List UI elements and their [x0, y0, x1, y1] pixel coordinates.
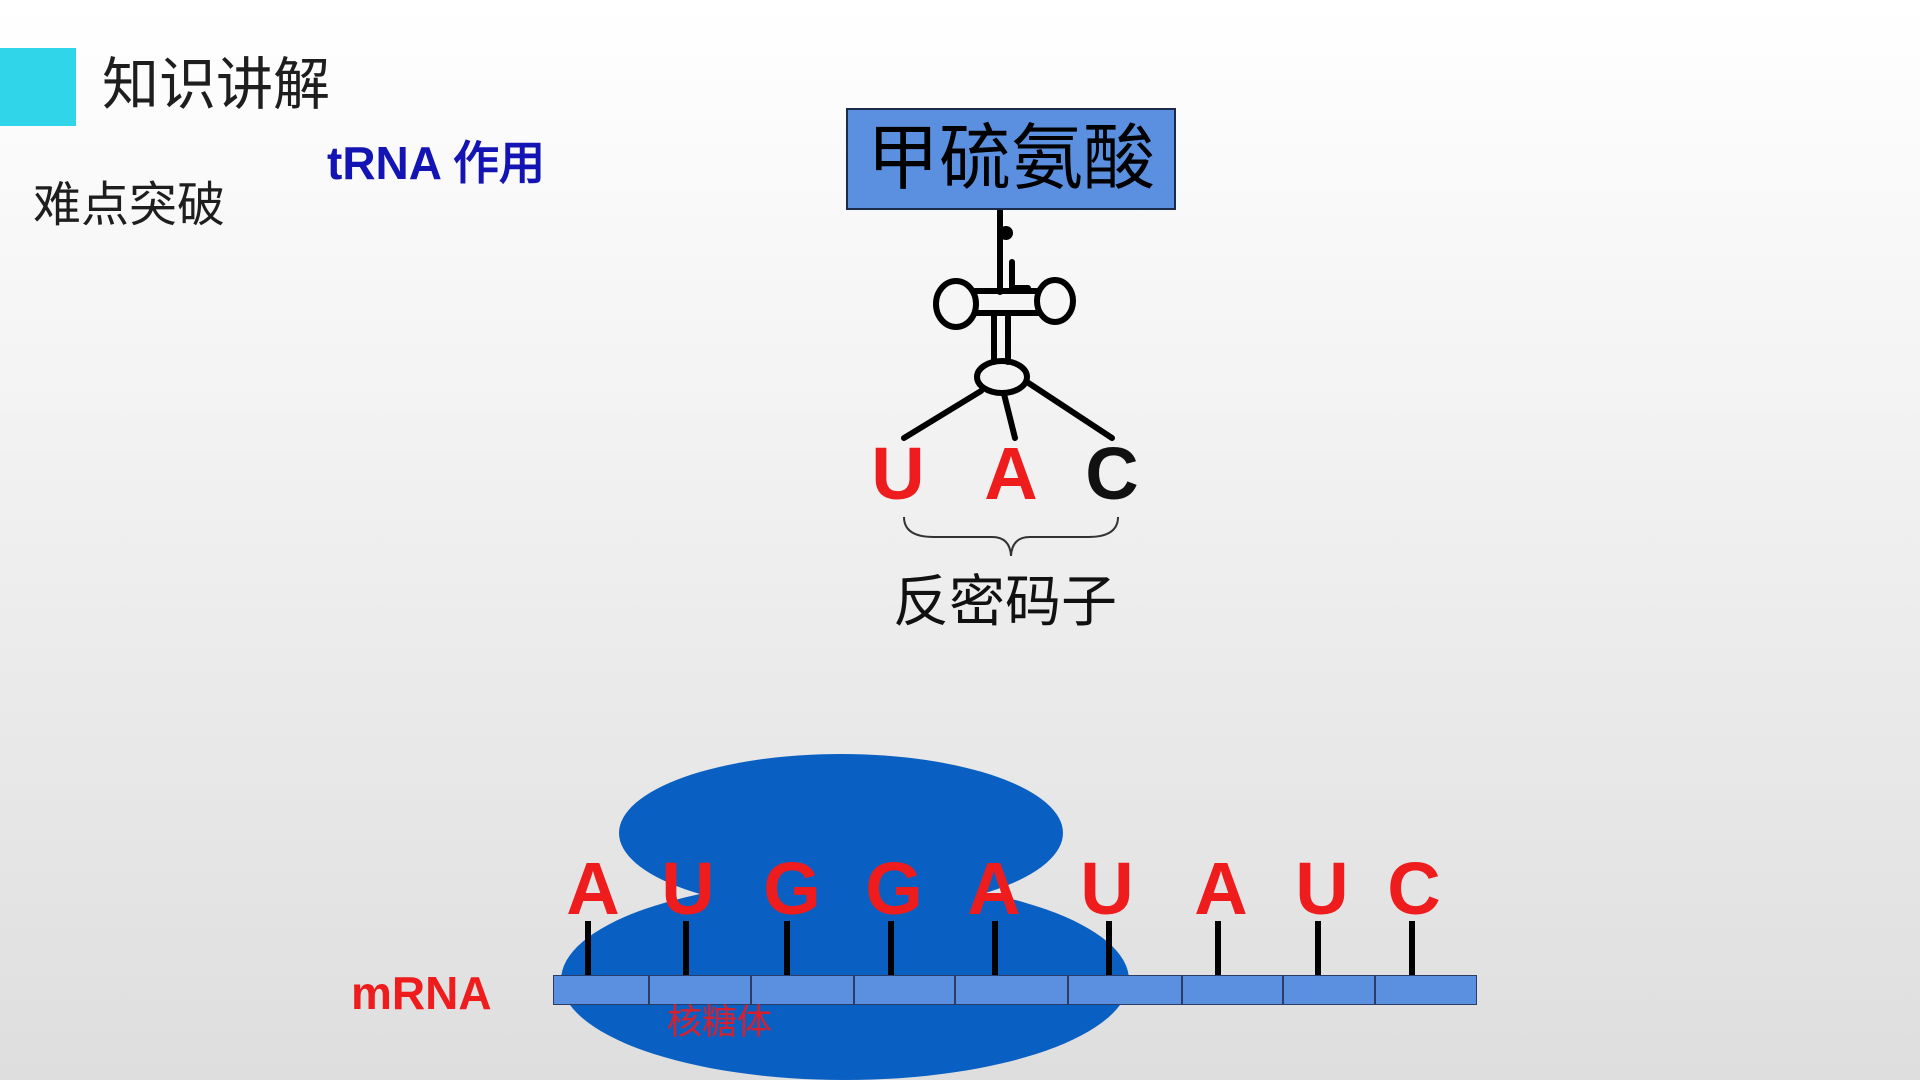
mrna-base-stick: [1315, 921, 1321, 975]
mrna-base-stick: [784, 921, 790, 975]
mrna-segment: [1375, 975, 1477, 1005]
anticodon-base: U: [871, 432, 925, 515]
mrna-base: A: [1194, 847, 1248, 930]
amino-acid-label: 甲硫氨酸: [866, 119, 1155, 199]
anticodon-base: C: [1085, 432, 1139, 515]
anticodon-label: 反密码子: [893, 570, 1117, 633]
mrna-base: U: [1295, 847, 1349, 930]
mrna-base: G: [865, 847, 923, 930]
mrna-base-stick: [1215, 921, 1221, 975]
mrna-base-stick: [888, 921, 894, 975]
mrna-base-stick: [1106, 921, 1112, 975]
subtitle: 难点突破: [33, 179, 226, 232]
mrna-base: U: [1080, 847, 1134, 930]
anticodon-base: A: [984, 432, 1038, 515]
mrna-segment: [751, 975, 854, 1005]
mrna-base-stick: [992, 921, 998, 975]
trna-anticodon-loop: [974, 358, 1030, 396]
topic-title: tRNA 作用: [327, 137, 546, 189]
trna-arm-link: [1009, 259, 1031, 291]
ribosome-large-subunit: [619, 754, 1063, 912]
trna-tpsi-loop: [1034, 277, 1076, 325]
trna-molecule: [901, 207, 1115, 441]
anticodon-leg-3: [1024, 379, 1115, 441]
mrna-base-stick: [683, 921, 689, 975]
section-title: 知识讲解: [102, 53, 330, 117]
mrna-segment: [1283, 975, 1375, 1005]
mrna-base: U: [661, 847, 715, 930]
mrna-base: C: [1387, 847, 1441, 930]
anticodon-brace: [903, 516, 1119, 557]
trna-amino-acid-attachment: [999, 226, 1013, 240]
mrna-segment: [649, 975, 751, 1005]
mrna-segment: [1068, 975, 1182, 1005]
mrna-segment: [955, 975, 1068, 1005]
anticodon-leg-1: [901, 388, 984, 441]
mrna-base: A: [967, 847, 1021, 930]
mrna-base-stick: [585, 921, 591, 975]
trna-d-loop: [933, 278, 979, 330]
mrna-segment: [854, 975, 955, 1005]
anticodon-leg-2: [1001, 391, 1018, 441]
accent-square: [0, 48, 76, 126]
amino-acid-box: 甲硫氨酸: [846, 108, 1176, 210]
mrna-base-stick: [1409, 921, 1415, 975]
mrna-base: A: [566, 847, 620, 930]
mrna-label: mRNA: [351, 967, 492, 1019]
mrna-segment: [553, 975, 649, 1005]
mrna-segment: [1182, 975, 1283, 1005]
mrna-base: G: [763, 847, 821, 930]
ribosome-label: 核糖体: [667, 1003, 773, 1042]
